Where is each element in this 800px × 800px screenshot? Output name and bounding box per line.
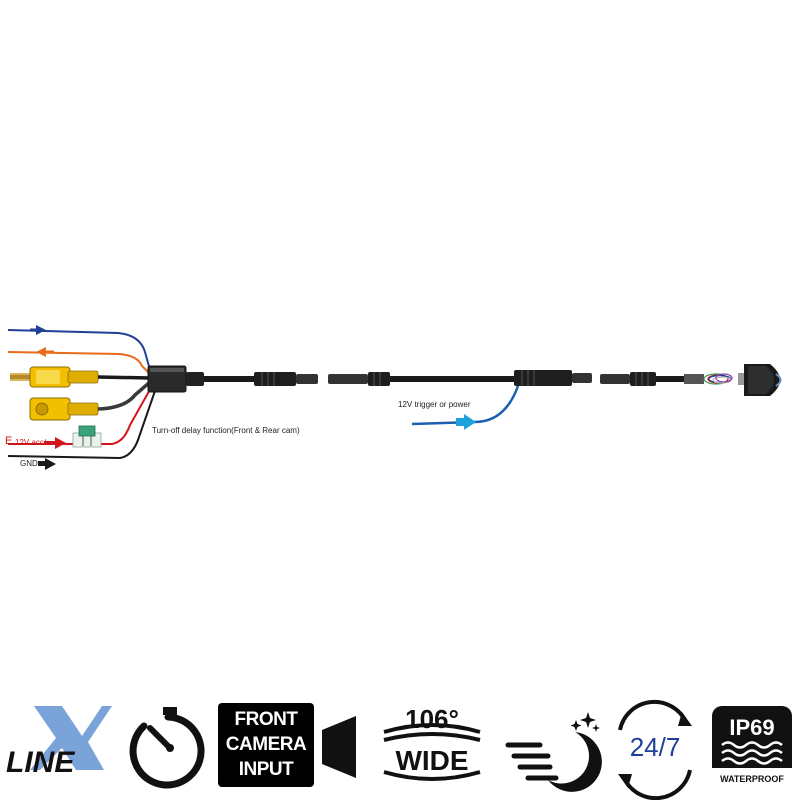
junction-box [147, 365, 204, 393]
trigger-arrow-icon [456, 414, 476, 430]
trigger-power-label: 12V trigger or power [398, 400, 471, 409]
front-camera-line-2: CAMERA [225, 734, 307, 755]
main-cable-2 [390, 376, 514, 382]
front-camera-line-1: FRONT [234, 709, 298, 730]
acc-prefix-label: E [5, 435, 13, 447]
front-camera-line-3: INPUT [238, 759, 294, 780]
logo-text: LINE [6, 746, 75, 779]
turn-off-delay-label: Turn-off delay function(Front & Rear cam… [152, 426, 300, 435]
night-vision-icon [505, 712, 602, 792]
main-cable-1 [204, 376, 254, 382]
main-cable-3 [656, 376, 704, 382]
camera-head-icon [738, 364, 782, 396]
24-7-icon: 24/7 [618, 699, 692, 800]
waterproof-icon: IP69 WATERPROOF [712, 706, 792, 786]
waterproof-text: WATERPROOF [720, 774, 784, 784]
rca-connector-top [10, 366, 151, 388]
timer-icon [129, 707, 205, 789]
blue-arrow-icon [36, 325, 46, 335]
connector-1 [254, 372, 318, 386]
fuse-icon [72, 425, 102, 448]
red-wire [8, 385, 153, 445]
wide-angle-icon: 106° WIDE [383, 704, 481, 781]
connector-3 [514, 370, 592, 386]
front-camera-input-badge: FRONT CAMERA INPUT [218, 703, 314, 787]
orange-arrow-icon [36, 347, 46, 357]
gnd-label: GND [20, 459, 38, 468]
camera-inner-wires [703, 373, 733, 385]
gnd-wire [7, 387, 157, 460]
front-camera-icon [322, 716, 356, 778]
orange-wire [7, 351, 151, 375]
hours-text: 24/7 [630, 732, 681, 762]
blue-wire [7, 329, 151, 371]
connector-4 [600, 372, 656, 386]
gnd-arrow-icon [45, 458, 56, 470]
angle-value: 106° [405, 704, 459, 734]
xline-logo-icon: LINE [6, 706, 112, 779]
connector-2 [328, 372, 390, 386]
angle-word: WIDE [395, 745, 468, 776]
acc-label: 12V acc/ [15, 438, 47, 447]
rca-connector-bottom [29, 380, 152, 421]
red-arrow-icon [55, 437, 66, 449]
ip-rating: IP69 [729, 715, 774, 740]
